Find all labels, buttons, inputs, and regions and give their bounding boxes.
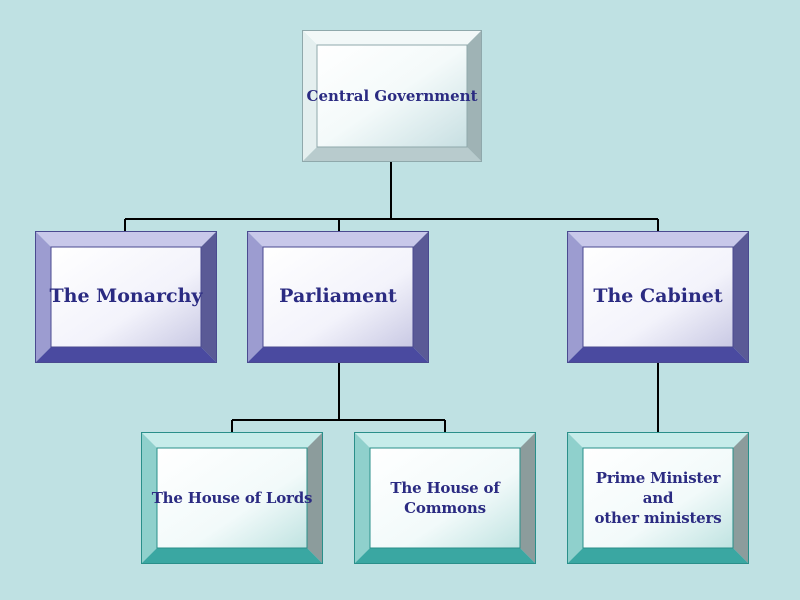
node-label: The Cabinet xyxy=(593,285,723,308)
node-label: The Monarchy xyxy=(49,285,203,308)
node-house-of-lords: The House of Lords xyxy=(141,432,323,564)
node-label: Central Government xyxy=(306,86,478,105)
node-label: The House of Commons xyxy=(390,478,500,517)
node-label: Parliament xyxy=(279,285,397,308)
node-label: The House of Lords xyxy=(151,488,313,507)
node-parliament: Parliament xyxy=(247,231,429,363)
node-label: Prime Minister and other ministers xyxy=(594,468,722,528)
node-prime-minister: Prime Minister and other ministers xyxy=(567,432,749,564)
node-the-monarchy: The Monarchy xyxy=(35,231,217,363)
node-central-government: Central Government xyxy=(302,30,482,162)
node-house-of-commons: The House of Commons xyxy=(354,432,536,564)
node-the-cabinet: The Cabinet xyxy=(567,231,749,363)
